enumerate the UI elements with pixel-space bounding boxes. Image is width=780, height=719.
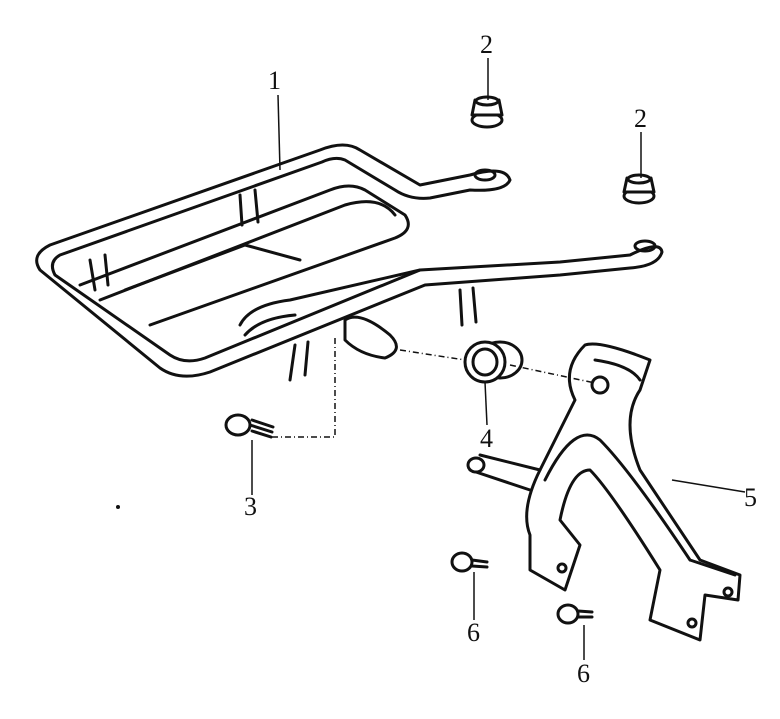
bolt-6b — [556, 603, 594, 625]
rack-bracket-5 — [466, 342, 742, 642]
rear-rack — [35, 143, 664, 382]
callout-5: 5 — [744, 483, 757, 512]
callout-4: 4 — [480, 424, 493, 453]
callout-1: 1 — [268, 66, 281, 95]
flange-nut-1 — [470, 95, 504, 129]
callout-2a: 2 — [480, 30, 493, 59]
callout-6a: 6 — [467, 618, 480, 647]
bolt-6a — [450, 551, 489, 573]
callout-3: 3 — [244, 492, 257, 521]
flange-nut-2 — [622, 173, 656, 205]
callout-2b: 2 — [634, 104, 647, 133]
collar-4 — [463, 340, 524, 384]
callout-6b: 6 — [577, 659, 590, 688]
bolt-3 — [224, 413, 275, 439]
stray-dot — [116, 505, 120, 509]
